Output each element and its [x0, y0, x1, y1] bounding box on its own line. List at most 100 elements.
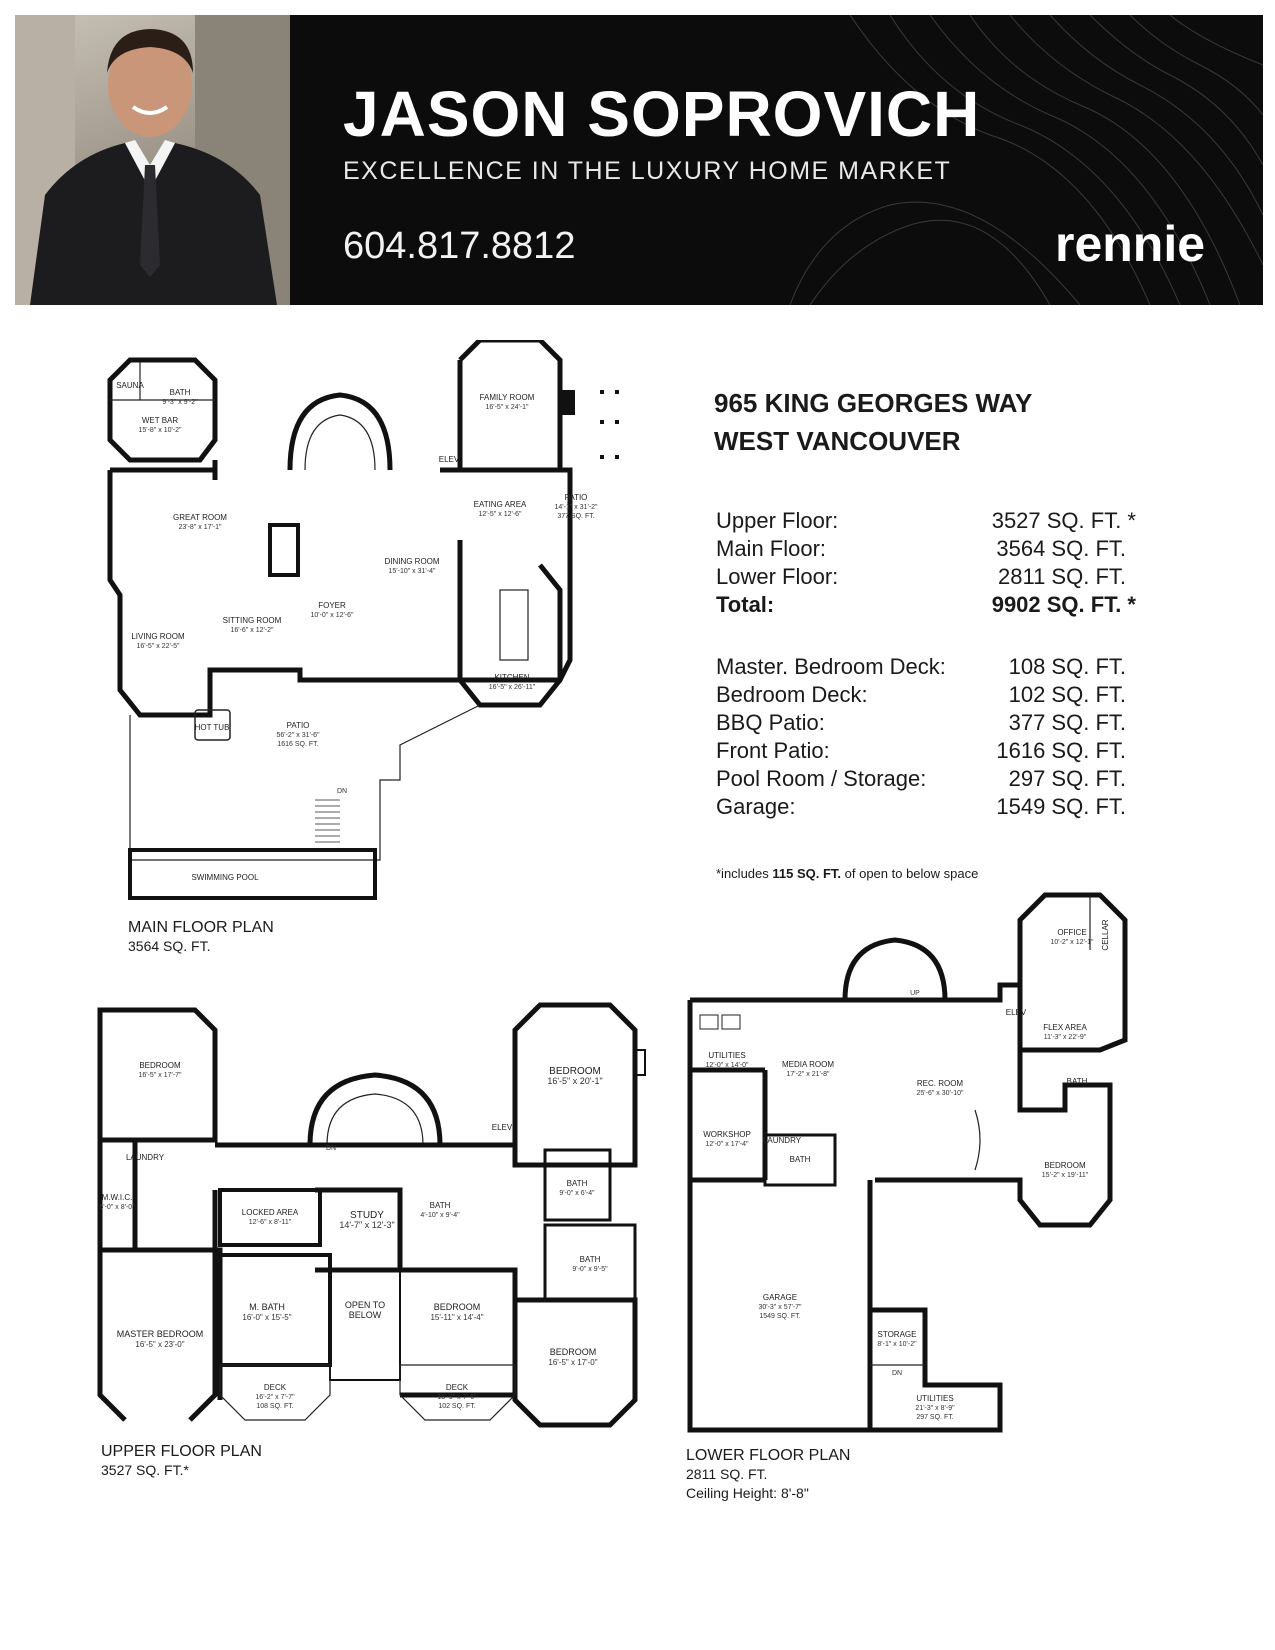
room-sitting-dim: 16'-6" x 12'-2" — [230, 627, 274, 634]
room-bedroom-2-dim: 16'-5" x 20'-1" — [547, 1076, 602, 1086]
room-mwic: M.W.I.C. — [102, 1193, 133, 1202]
room-elevator: ELEV — [1006, 1008, 1027, 1017]
upper-floor-plan: BEDROOM 16'-5" x 17'-7" BEDROOM 16'-5" x… — [97, 1002, 646, 1428]
room-cellar: CELLAR — [1101, 919, 1110, 950]
room-locked-area: LOCKED AREA — [242, 1208, 299, 1217]
room-front-patio-area: 1616 SQ. FT. — [277, 741, 318, 748]
footnote-highlight: 115 SQ. FT. — [772, 866, 842, 881]
room-storage: STORAGE — [878, 1330, 917, 1339]
room-bedroom-4-dim: 16'-5" x 17'-0" — [548, 1358, 597, 1367]
room-master-bath: M. BATH — [249, 1302, 285, 1312]
address-line-1: 965 KING GEORGES WAY — [714, 388, 1033, 418]
room-bath-2: BATH — [790, 1155, 811, 1164]
area-label: Front Patio: — [716, 738, 830, 763]
room-family-dim: 16'-5" x 24'-1" — [485, 404, 529, 411]
room-deck-1-dim: 16'-2" x 7'-7" — [255, 1394, 295, 1401]
room-study-dim: 14'-7" x 12'-3" — [339, 1220, 394, 1230]
room-locked-area-dim: 12'-6" x 8'-11" — [249, 1219, 292, 1226]
room-bbq-patio: PATIO — [565, 493, 588, 502]
area-label: Main Floor: — [716, 536, 827, 561]
room-sauna: SAUNA — [116, 381, 144, 390]
room-foyer-dim: 10'-0" x 12'-6" — [310, 612, 354, 619]
plan-title: UPPER FLOOR PLAN — [101, 1443, 262, 1460]
room-media-dim: 17'-2" x 21'-8" — [786, 1071, 830, 1078]
brokerage-logo: rennie — [1055, 216, 1206, 272]
open-to-below-line-2: BELOW — [349, 1310, 382, 1320]
room-deck-2-area: 102 SQ. FT. — [438, 1403, 475, 1410]
room-dining: DINING ROOM — [384, 557, 439, 566]
main-floor-plan: SAUNA BATH 9'-3" x 9'-2" WET BAR 15'-8" … — [107, 340, 619, 900]
room-garage-area: 1549 SQ. FT. — [759, 1313, 800, 1320]
area-label: Bedroom Deck: — [716, 682, 868, 707]
room-rec: REC. ROOM — [917, 1079, 964, 1088]
room-front-patio: PATIO — [287, 721, 310, 730]
area-label: Total: — [716, 592, 775, 617]
room-utilities-2: UTILITIES — [916, 1394, 953, 1403]
room-mwic-dim: 6'-0" x 8'-0" — [99, 1204, 135, 1211]
area-value: 102 SQ. FT. — [1008, 682, 1126, 707]
room-sitting: SITTING ROOM — [223, 616, 282, 625]
area-value: 108 SQ. FT. — [1008, 654, 1126, 679]
room-media: MEDIA ROOM — [782, 1060, 834, 1069]
area-label: Pool Room / Storage: — [716, 766, 927, 791]
room-kitchen: KITCHEN — [494, 673, 529, 682]
room-bath-a-dim: 4'-10" x 9'-4" — [420, 1212, 460, 1219]
room-bedroom-1-dim: 16'-5" x 17'-7" — [138, 1072, 182, 1079]
plan-area: 3527 SQ. FT.* — [101, 1462, 189, 1478]
agent-phone[interactable]: 604.817.8812 — [343, 225, 576, 267]
room-bath-a: BATH — [430, 1201, 451, 1210]
main-floor-caption: MAIN FLOOR PLAN 3564 SQ. FT. — [128, 918, 274, 956]
swimming-pool: SWIMMING POOL — [191, 873, 259, 882]
room-utilities-2-area: 297 SQ. FT. — [916, 1414, 953, 1421]
area-label: Lower Floor: — [716, 564, 839, 589]
room-family: FAMILY ROOM — [480, 393, 535, 402]
room-office: OFFICE — [1057, 928, 1086, 937]
room-workshop-dim: 12'-0" x 17'-4" — [705, 1141, 749, 1148]
room-office-dim: 10'-2" x 12'-1" — [1050, 939, 1094, 946]
plan-title: LOWER FLOOR PLAN — [686, 1447, 851, 1464]
room-great-room: GREAT ROOM — [173, 513, 227, 522]
room-laundry: LAUNDRY — [763, 1136, 802, 1145]
room-master-bath-dim: 16'-0" x 15'-5" — [242, 1313, 291, 1322]
agent-tagline: EXCELLENCE IN THE LUXURY HOME MARKET — [343, 157, 952, 185]
area-value: 3564 SQ. FT. — [996, 536, 1126, 561]
room-master-bedroom: MASTER BEDROOM — [117, 1329, 204, 1339]
lower-floor-caption: LOWER FLOOR PLAN 2811 SQ. FT. Ceiling He… — [686, 1446, 850, 1503]
area-value: 3527 SQ. FT. * — [991, 508, 1136, 533]
room-master-bedroom-dim: 16'-5" x 23'-0" — [135, 1340, 184, 1349]
room-elevator: ELEV — [492, 1123, 513, 1132]
stair-label: DN — [337, 788, 347, 795]
room-study: STUDY — [350, 1210, 384, 1221]
room-bath: BATH — [1067, 1077, 1088, 1086]
room-living-dim: 16'-5" x 22'-5" — [136, 643, 180, 650]
room-bedroom-3-dim: 15'-11" x 14'-4" — [430, 1313, 483, 1322]
room-bbq-patio-dim: 14'-1" x 31'-2" — [554, 504, 598, 511]
room-flex-area-dim: 11'-3" x 22'-9" — [1044, 1034, 1087, 1041]
address-line-2: WEST VANCOUVER — [714, 426, 961, 456]
room-bath-b: BATH — [567, 1179, 588, 1188]
stair-label: DN — [326, 1145, 336, 1152]
property-address: 965 KING GEORGES WAY WEST VANCOUVER — [714, 384, 1032, 460]
stair-up-label: UP — [910, 990, 920, 997]
room-bedroom-1: BEDROOM — [139, 1061, 181, 1070]
plan-ceiling-height: Ceiling Height: 8'-8" — [686, 1485, 809, 1501]
room-bedroom-2: BEDROOM — [549, 1066, 601, 1077]
room-utilities-1: UTILITIES — [708, 1051, 745, 1060]
room-deck-1-area: 108 SQ. FT. — [256, 1403, 293, 1410]
room-workshop: WORKSHOP — [703, 1130, 751, 1139]
room-garage-dim: 30'-3" x 57'-7" — [758, 1304, 802, 1311]
area-label: Upper Floor: — [716, 508, 839, 533]
room-utilities-1-dim: 12'-0" x 14'-0" — [705, 1062, 749, 1069]
upper-floor-caption: UPPER FLOOR PLAN 3527 SQ. FT.* — [101, 1442, 262, 1480]
room-deck-2-dim: 15'-9" x 7'-6" — [437, 1394, 477, 1401]
open-to-below: OPEN TO — [345, 1300, 385, 1310]
room-kitchen-dim: 16'-5" x 26'-11" — [489, 684, 536, 691]
area-value: 9902 SQ. FT. * — [991, 592, 1136, 617]
agent-photo — [15, 15, 290, 305]
room-bath-c: BATH — [580, 1255, 601, 1264]
room-bbq-patio-area: 377 SQ. FT. — [557, 513, 594, 520]
area-value: 1616 SQ. FT. — [996, 738, 1126, 763]
plan-area: 2811 SQ. FT. — [686, 1466, 768, 1482]
room-rec-dim: 25'-6" x 30'-10" — [917, 1090, 964, 1097]
room-deck-1: DECK — [264, 1383, 287, 1392]
